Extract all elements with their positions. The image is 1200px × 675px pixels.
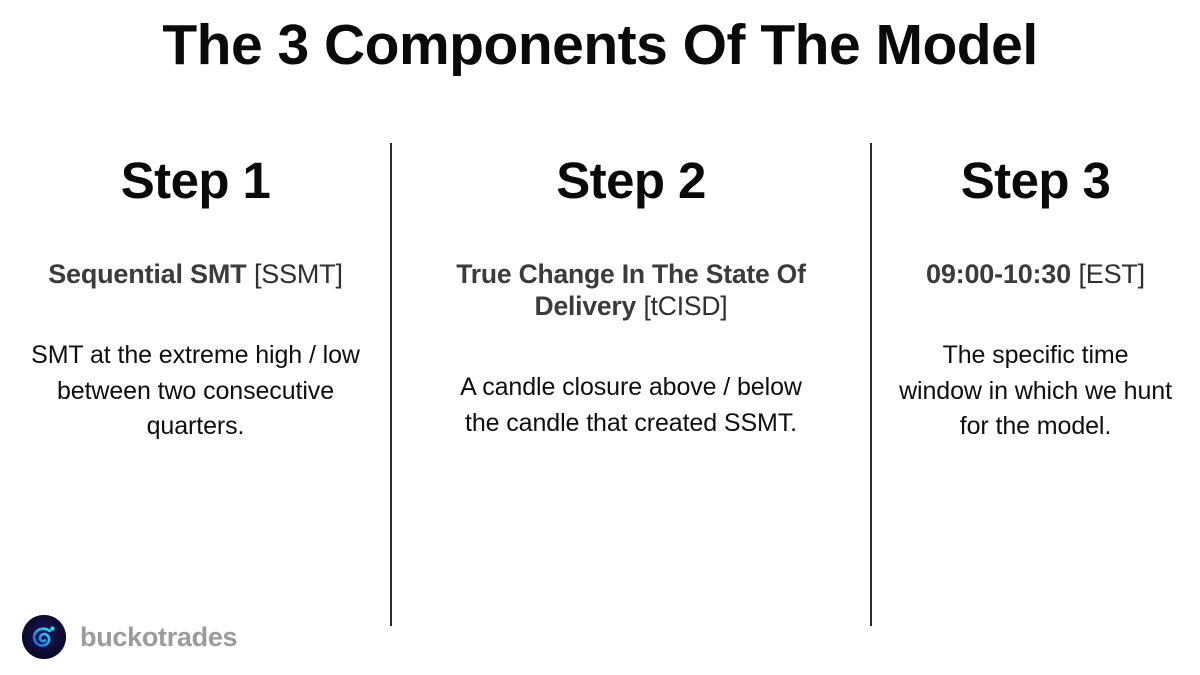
step-subtitle-3-strong: 09:00-10:30 (926, 258, 1071, 289)
column-divider-2 (870, 143, 872, 626)
step-body-2: A candle closure above / below the candl… (460, 373, 802, 437)
step-subtitle-3: 09:00-10:30 [EST] (926, 258, 1145, 291)
step-subtitle-1-bracketed: [SSMT] (253, 258, 343, 289)
step-body-1: SMT at the extreme high / low between tw… (31, 341, 360, 441)
component-column-step-1: Step 1 Sequential SMT [SSMT] SMT at the … (0, 140, 391, 630)
components-columns: Step 1 Sequential SMT [SSMT] SMT at the … (0, 140, 1200, 630)
component-column-step-2: Step 2 True Change In The State Of Deliv… (391, 140, 871, 630)
component-column-step-3: Step 3 09:00-10:30 [EST] The specific ti… (871, 140, 1200, 630)
brand-name: buckotrades (80, 621, 238, 652)
step-subtitle-1-strong: Sequential SMT (48, 258, 247, 289)
step-heading-1: Step 1 (120, 152, 271, 209)
page-title: The 3 Components Of The Model (162, 13, 1038, 77)
step-heading-2: Step 2 (556, 152, 706, 209)
step-subtitle-2-bracketed: [tCISD] (643, 290, 728, 321)
step-subtitle-3-bracketed: [EST] (1078, 258, 1145, 289)
step-body-3: The specific time window in which we hun… (899, 341, 1172, 441)
brand-footer: buckotrades (22, 615, 238, 659)
step-subtitle-2: True Change In The State Of Delivery [tC… (413, 258, 849, 323)
spiral-swirl-icon (22, 615, 66, 659)
step-subtitle-2-strong: True Change In The State Of Delivery (456, 258, 806, 321)
step-subtitle-1: Sequential SMT [SSMT] (48, 258, 343, 291)
step-heading-3: Step 3 (960, 152, 1111, 209)
column-divider-1 (390, 143, 392, 626)
